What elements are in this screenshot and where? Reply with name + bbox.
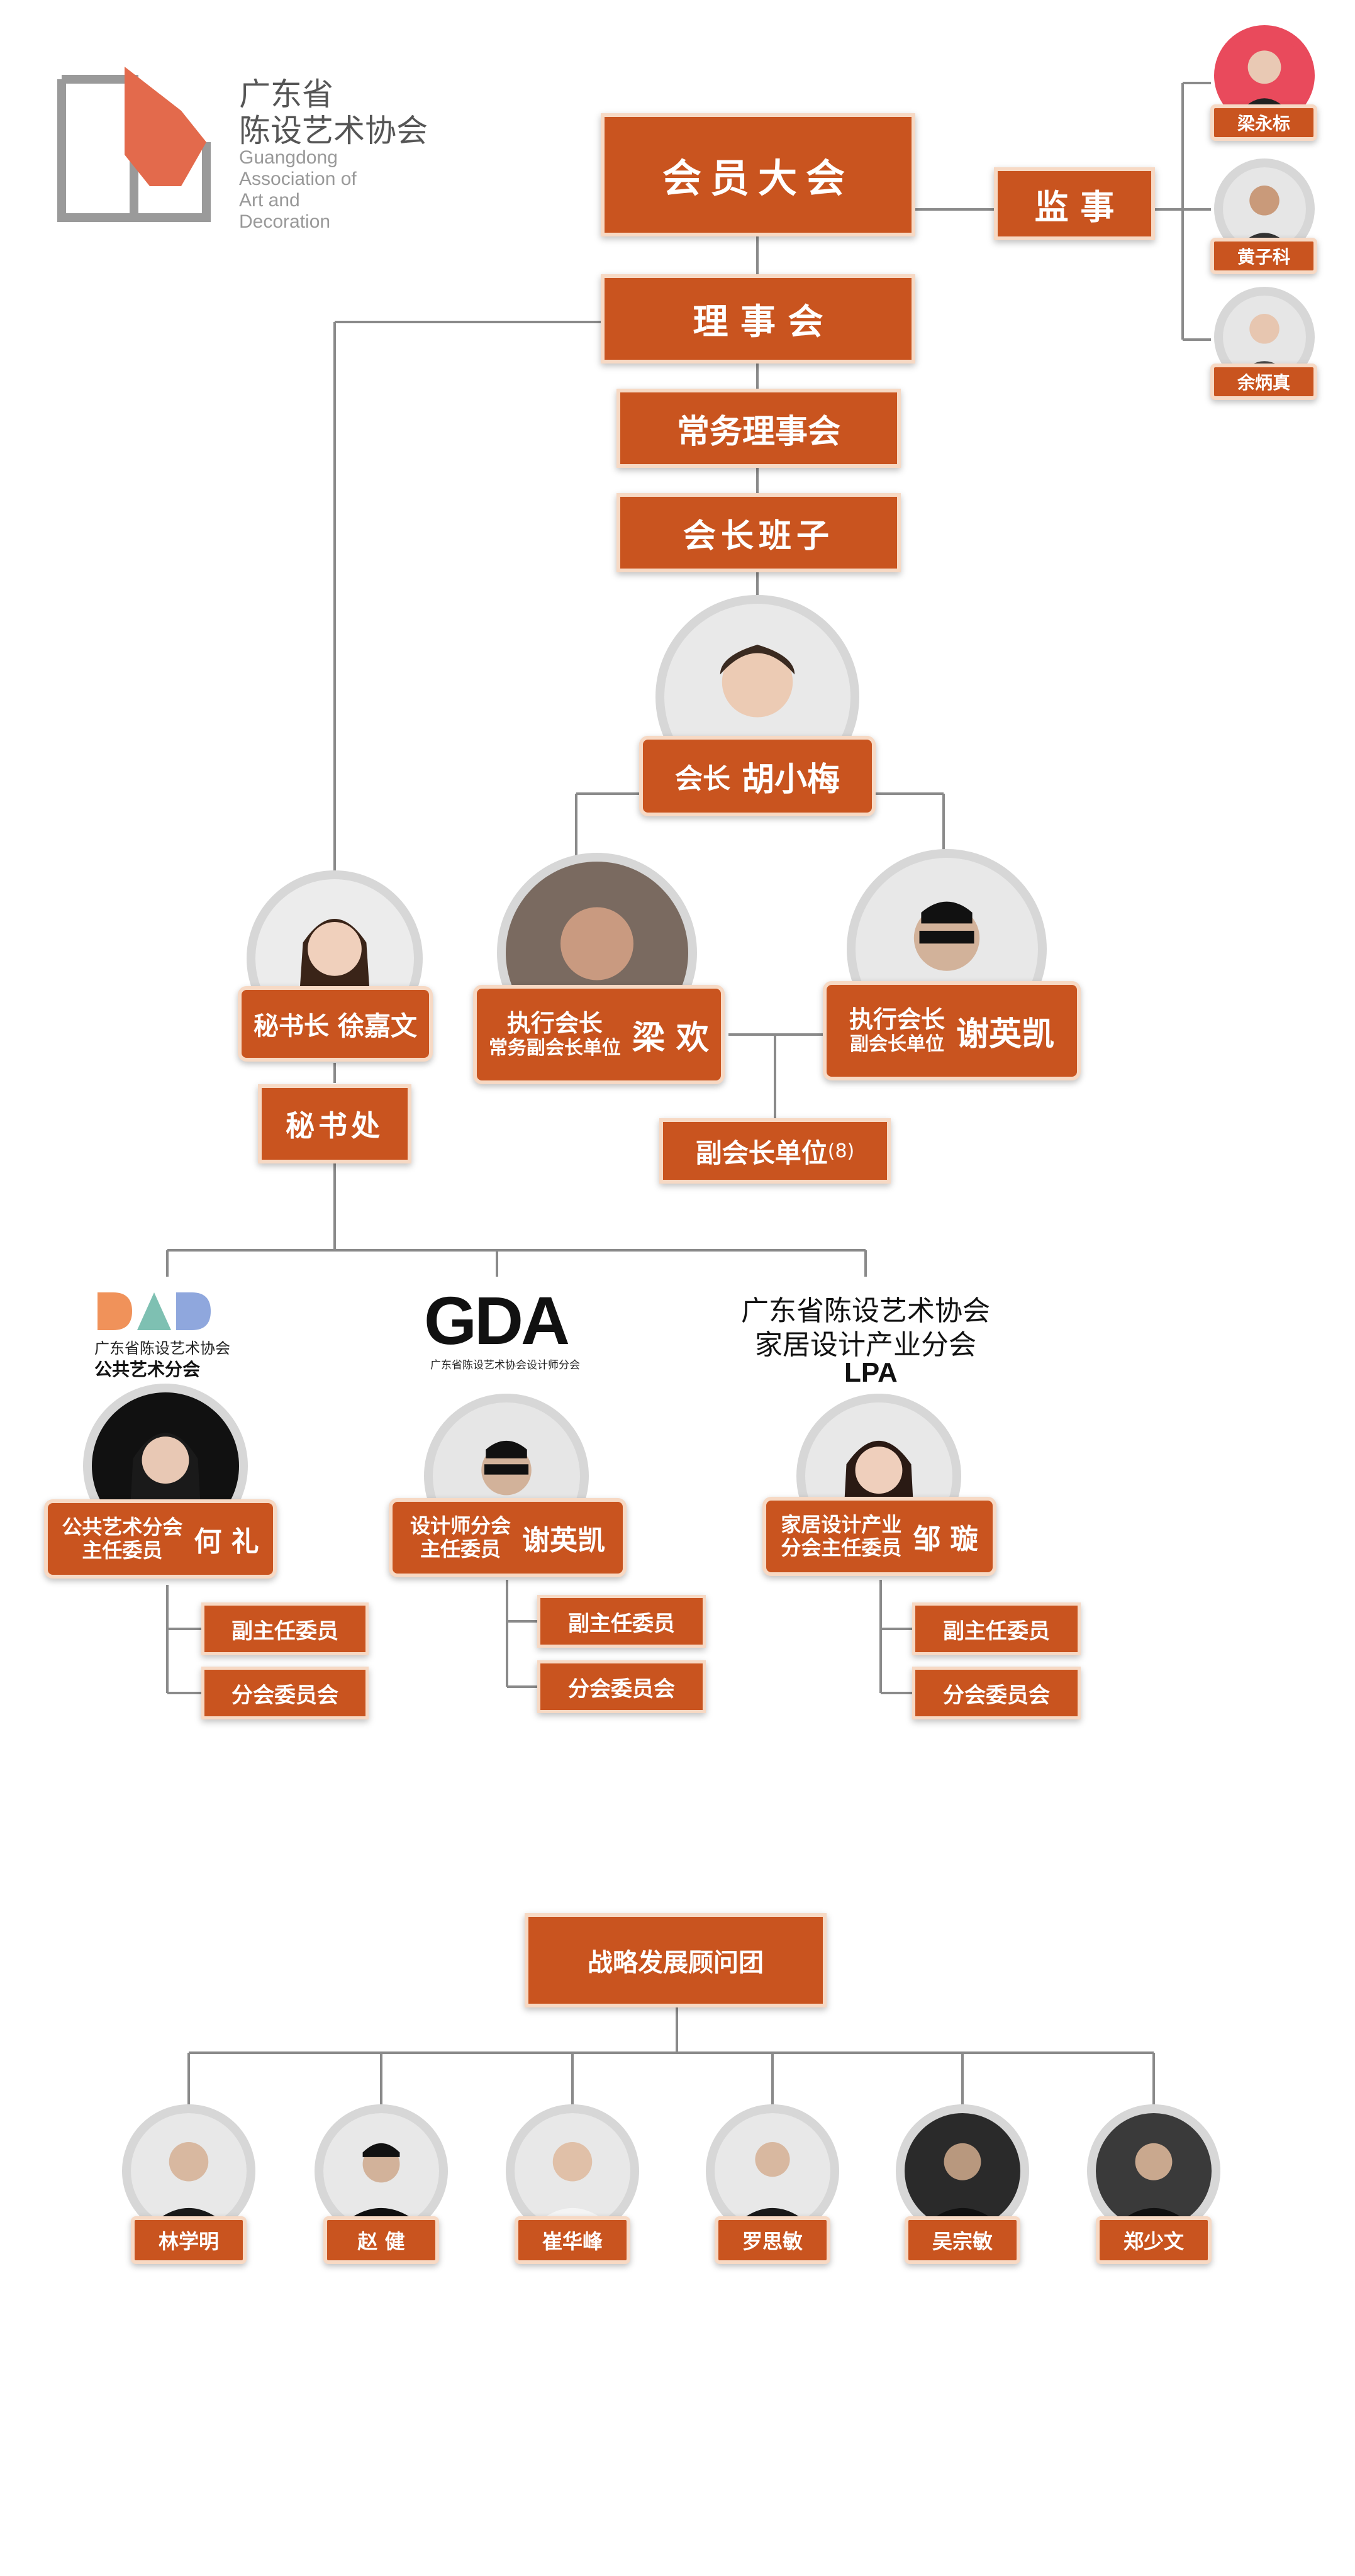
exec-vp-2-role: 执行会长 副会长单位	[849, 1006, 945, 1055]
branch-3-role-line1: 家居设计产业	[781, 1513, 902, 1537]
branch-2-head-namebar: 设计师分会 主任委员 谢英凯	[389, 1498, 627, 1577]
advisor-name-1: 林学明	[131, 2216, 247, 2264]
logo-name-en-4: Decoration	[239, 211, 331, 232]
president-title: 会长	[674, 763, 730, 795]
branch-3-role-line2: 分会主任委员	[781, 1536, 902, 1560]
secretary-general-name: 徐嘉文	[337, 1010, 417, 1041]
branch-3-role: 家居设计产业 分会主任委员	[781, 1513, 901, 1560]
exec-vp-2-subtitle: 副会长单位	[849, 1033, 944, 1055]
advisor-name-2: 赵 健	[323, 2216, 439, 2264]
president-name: 胡小梅	[741, 760, 840, 799]
gda-logo: GDA	[424, 1282, 570, 1358]
branch-2-head-name: 谢英凯	[522, 1524, 605, 1557]
branch-3-deputy-box: 副主任委员	[912, 1602, 1081, 1655]
exec-vp-1-title: 执行会长	[506, 1009, 603, 1037]
dad-logo-icon	[98, 1292, 211, 1330]
branch-2-deputy-box: 副主任委员	[537, 1595, 706, 1648]
lpa-logo-line1: 广东省陈设艺术协会	[741, 1296, 990, 1326]
supervisors-box: 监 事	[994, 167, 1155, 240]
branch-1-head-namebar: 公共艺术分会 主任委员 何 礼	[44, 1499, 277, 1579]
advisory-group-box: 战略发展顾问团	[525, 1913, 827, 2007]
general-assembly-box: 会员大会	[601, 113, 915, 236]
exec-vp-2-title: 执行会长	[849, 1005, 945, 1033]
advisor-name-4: 罗思敏	[715, 2216, 830, 2264]
presidium-box: 会长班子	[616, 493, 901, 572]
branch-1-role: 公共艺术分会 主任委员	[62, 1516, 182, 1562]
branch-2-role: 设计师分会 主任委员	[410, 1514, 511, 1561]
exec-vp-2-name: 谢英凯	[956, 1015, 1055, 1053]
branch-1-committee-box: 分会委员会	[201, 1667, 369, 1719]
branch-1-head-name: 何 礼	[194, 1526, 259, 1558]
logo-name-cn-line1: 广东省	[239, 77, 333, 112]
dad-logo-sub1: 广东省陈设艺术协会	[94, 1340, 230, 1357]
board-box: 理 事 会	[601, 274, 915, 364]
advisor-name-3: 崔华峰	[515, 2216, 630, 2264]
advisor-name-5: 吴宗敏	[905, 2216, 1020, 2264]
branch-3-committee-box: 分会委员会	[912, 1667, 1081, 1719]
branch-1-deputy-box: 副主任委员	[201, 1602, 369, 1655]
lpa-logo-line2: 家居设计产业分会	[755, 1330, 976, 1360]
logo-name-cn-line2: 陈设艺术协会	[239, 113, 428, 148]
branch-2-committee-box: 分会委员会	[537, 1660, 706, 1713]
vp-units-box: 副会长单位 (8)	[659, 1118, 891, 1184]
exec-vp-1-namebar: 执行会长 常务副会长单位 梁 欢	[473, 985, 725, 1084]
exec-vp-2-namebar: 执行会长 副会长单位 谢英凯	[823, 981, 1081, 1080]
logo-name-en-3: Art and	[239, 190, 300, 211]
branch-3-head-namebar: 家居设计产业 分会主任委员 邹 璇	[762, 1497, 996, 1576]
exec-vp-1-subtitle: 常务副会长单位	[488, 1036, 621, 1059]
branch-1-role-line2: 主任委员	[82, 1538, 163, 1562]
branch-1-role-line1: 公共艺术分会	[62, 1515, 183, 1540]
president-namebar: 会长 胡小梅	[639, 736, 876, 816]
secretary-general-title: 秘书长	[253, 1012, 329, 1041]
branch-2-role-line2: 主任委员	[420, 1537, 501, 1561]
secretary-general-namebar: 秘书长 徐嘉文	[238, 986, 433, 1062]
logo-mark-icon	[57, 67, 211, 222]
logo-name-en-2: Association of	[239, 169, 357, 189]
exec-vp-1-role: 执行会长 常务副会长单位	[488, 1009, 621, 1059]
secretariat-box: 秘书处	[258, 1084, 411, 1163]
supervisor-name-3: 余炳真	[1210, 364, 1317, 400]
advisor-name-6: 郑少文	[1096, 2216, 1212, 2264]
logo-name-en-1: Guangdong	[239, 147, 338, 168]
dad-logo-sub2: 公共艺术分会	[94, 1360, 201, 1379]
supervisor-name-2: 黄子科	[1210, 238, 1317, 274]
lpa-logo-line3: LPA	[844, 1357, 898, 1388]
branch-3-head-name: 邹 璇	[913, 1523, 978, 1555]
gda-logo-sub1: 广东省陈设艺术协会设计师分会	[430, 1359, 580, 1371]
advisor-avatar-2	[315, 2104, 448, 2238]
vp-units-count: (8)	[827, 1140, 855, 1162]
association-logo	[55, 60, 213, 230]
standing-board-box: 常务理事会	[616, 389, 901, 468]
exec-vp-1-name: 梁 欢	[632, 1019, 710, 1057]
vp-units-label: 副会长单位	[695, 1137, 828, 1169]
supervisor-name-1: 梁永标	[1210, 104, 1317, 141]
branch-2-role-line1: 设计师分会	[410, 1514, 511, 1538]
